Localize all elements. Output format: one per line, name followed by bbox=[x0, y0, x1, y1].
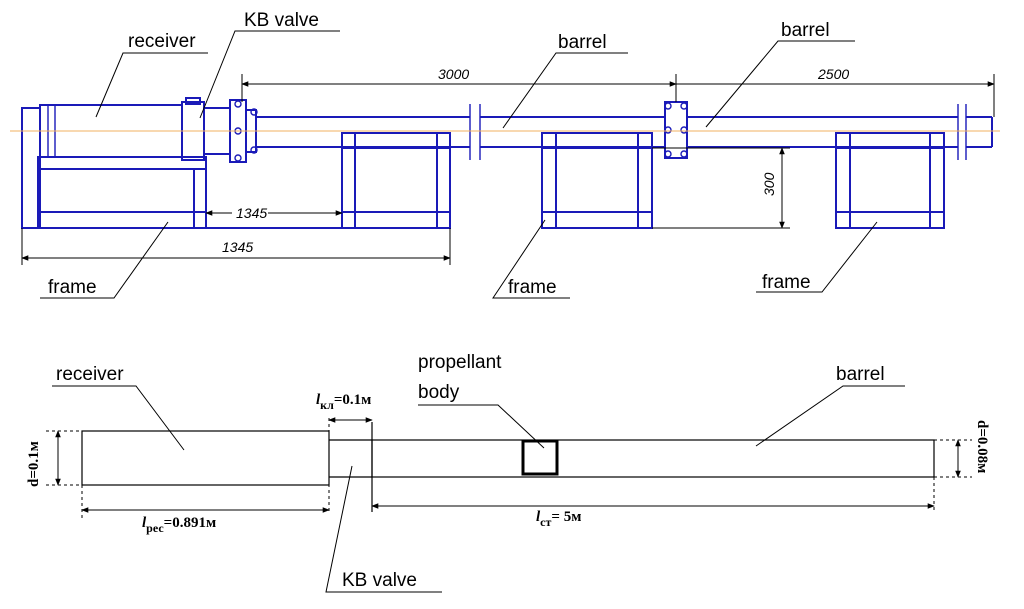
dim-1345-inner-label: 1345 bbox=[236, 205, 267, 221]
propellant-label-line2: body bbox=[418, 382, 460, 403]
label-frame-2: frame bbox=[492, 219, 570, 299]
schematic-drawing: d=0.1м lкл=0.1м lрес=0.891м lст= 5м bbox=[26, 352, 990, 593]
barrel-frame-3 bbox=[835, 132, 945, 229]
assembly-drawing: 3000 2500 300 1345 1345 receiver bbox=[10, 10, 1000, 299]
label-receiver-bottom: receiver bbox=[52, 364, 185, 451]
propellant-label-line1: propellant bbox=[418, 352, 502, 373]
dimension-1345-inner: 1345 bbox=[205, 205, 343, 221]
label-kb-valve-bottom: KB valve bbox=[325, 465, 442, 593]
propellant-body-box bbox=[521, 439, 559, 476]
frame-label-1: frame bbox=[48, 277, 97, 298]
frame-label-3: frame bbox=[762, 272, 811, 293]
dim-receiver-length: lрес=0.891м bbox=[81, 485, 330, 535]
dim-300-label: 300 bbox=[761, 172, 777, 196]
l-valve-label: lкл=0.1м bbox=[316, 392, 371, 412]
label-receiver-top: receiver bbox=[95, 31, 208, 118]
barrel-label-2: barrel bbox=[781, 20, 830, 41]
label-frame-1: frame bbox=[40, 221, 169, 299]
label-frame-3: frame bbox=[756, 221, 878, 293]
label-barrel-bottom: barrel bbox=[755, 364, 905, 447]
kb-valve-label: KB valve bbox=[244, 10, 319, 31]
dim-barrel-diameter: d=0.08м bbox=[934, 420, 990, 478]
dimension-1345-overall: 1345 bbox=[21, 228, 451, 265]
receiver-label: receiver bbox=[128, 31, 196, 52]
label-barrel-1: barrel bbox=[502, 32, 628, 129]
l-receiver-label: lрес=0.891м bbox=[142, 515, 216, 535]
l-barrel-label: lст= 5м bbox=[536, 509, 581, 529]
d-barrel-label: d=0.08м bbox=[974, 420, 990, 473]
dim-3000-label: 3000 bbox=[438, 66, 469, 82]
barrel-label-bottom: barrel bbox=[836, 364, 885, 385]
dim-1345-overall-label: 1345 bbox=[222, 239, 253, 255]
dim-2500-label: 2500 bbox=[817, 66, 849, 82]
receiver-box bbox=[81, 430, 330, 486]
frame-label-2: frame bbox=[508, 277, 557, 298]
barrel-label-1: barrel bbox=[558, 32, 607, 53]
label-propellant: propellant body bbox=[418, 352, 545, 449]
label-kb-valve-top: KB valve bbox=[199, 10, 340, 119]
dimension-3000: 3000 bbox=[241, 66, 677, 102]
barrel-frame-1 bbox=[341, 132, 451, 229]
receiver-drawing bbox=[21, 97, 205, 229]
dim-barrel-length: lст= 5м bbox=[371, 477, 935, 529]
d-receiver-label: d=0.1м bbox=[26, 441, 42, 487]
barrel-box bbox=[371, 439, 935, 478]
receiver-label-bottom: receiver bbox=[56, 364, 124, 385]
dimension-300: 300 bbox=[652, 147, 790, 229]
kb-valve-label-bottom: KB valve bbox=[342, 570, 417, 591]
barrel-frame-2 bbox=[541, 132, 653, 229]
dim-receiver-diameter: d=0.1м bbox=[26, 430, 82, 487]
label-barrel-2: barrel bbox=[705, 20, 855, 128]
dim-valve-length: lкл=0.1м bbox=[316, 392, 373, 423]
dimension-2500: 2500 bbox=[676, 66, 995, 117]
